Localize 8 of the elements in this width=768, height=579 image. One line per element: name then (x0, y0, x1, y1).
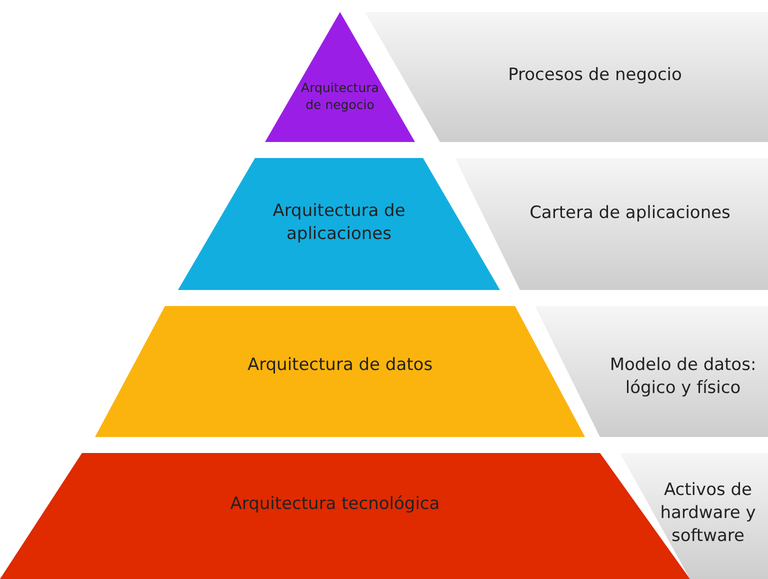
band-label: Procesos de negocio (507, 64, 683, 87)
band-label: Modelo de datos: lógico y físico (608, 354, 758, 400)
layer-label: Arquitectura de aplicaciones (272, 200, 406, 246)
band-label: Activos de hardware y software (659, 479, 757, 548)
band-label: Cartera de aplicaciones (528, 202, 732, 225)
layer-label: Arquitectura tecnológica (229, 493, 441, 516)
layer-label: Arquitectura de datos (246, 354, 434, 377)
layer-label: Arquitectura de negocio (300, 80, 380, 114)
